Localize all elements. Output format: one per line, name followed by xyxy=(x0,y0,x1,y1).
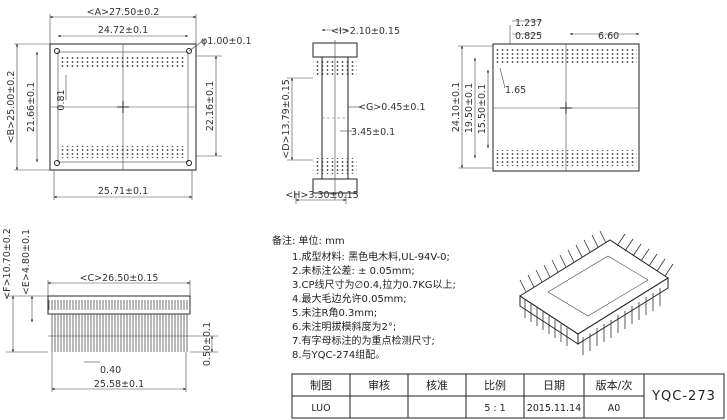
notes-header: 备注: 单位: mm xyxy=(272,234,345,247)
title-header-checked: 审核 xyxy=(368,378,390,392)
title-header-revision: 版本/次 xyxy=(596,378,633,392)
title-header-drawn: 制图 xyxy=(310,379,332,392)
mounting-hole-icon xyxy=(54,160,60,166)
note-item: 8.与YQC-274组配。 xyxy=(292,348,385,361)
note-item: 1.成型材料: 黑色电木料,UL-94V-0; xyxy=(292,250,450,263)
dim-19-50-label: 19.50±0.1 xyxy=(464,83,475,133)
title-block: 制图 审核 核准 比例 日期 版本/次 LUO 5 : 1 2015.11.14… xyxy=(291,373,725,419)
note-item: 2.未标注公差: ± 0.05mm; xyxy=(292,264,415,277)
dim-1-65-label: 1.65 xyxy=(505,85,526,96)
dim-hole-label: φ1.00±0.1 xyxy=(201,36,252,47)
dim-I-label: <I>2.10±0.15 xyxy=(331,26,400,37)
dim-1-237-label: 1.237 xyxy=(515,18,542,29)
isometric-view xyxy=(519,230,674,355)
dim-D-label: <D>13.79±0.15 xyxy=(281,79,292,159)
front-view: <F>10.70±0.2 <E>4.80±0.1 <C>26.50±0.15 0… xyxy=(2,228,218,392)
dim-15-50-label: 15.50±0.1 xyxy=(477,84,488,134)
dim-C-label: <C>26.50±0.15 xyxy=(80,273,159,284)
title-value-scale: 5 : 1 xyxy=(484,403,505,414)
mounting-hole-icon xyxy=(186,160,192,166)
note-item: 5.未注R角0.3mm; xyxy=(292,306,377,319)
dim-B-label: <B>25.00±0.2 xyxy=(6,71,17,144)
dim-0-825-label: 0.825 xyxy=(515,31,542,42)
title-header-approved: 核准 xyxy=(426,378,448,392)
dim-bottom-width-label: 25.71±0.1 xyxy=(98,186,148,197)
note-item: 7.有字母标注的为重点检测尺寸; xyxy=(292,334,435,347)
dim-21-66-label: 21.66±0.1 xyxy=(26,82,37,132)
notes: 备注: 单位: mm 1.成型材料: 黑色电木料,UL-94V-0; 2.未标注… xyxy=(272,234,456,361)
note-item: 6.未注明拔模斜度为2°; xyxy=(292,320,396,333)
dim-22-16-label: 22.16±0.1 xyxy=(205,81,216,131)
note-item: 4.最大毛边允许0.05mm; xyxy=(292,292,407,305)
dim-3-45-label: 3.45±0.1 xyxy=(351,127,395,138)
right-view: 1.237 0.825 6.60 24.10±0.1 19.50±0.1 15.… xyxy=(451,18,640,172)
title-value-drawn: LUO xyxy=(311,403,330,414)
dim-E-label: <E>4.80±0.1 xyxy=(21,229,32,295)
dim-A-label: <A>27.50±0.2 xyxy=(87,7,160,18)
dim-0-50-label: 0.50±0.1 xyxy=(202,322,213,366)
mounting-hole-icon xyxy=(186,48,192,54)
dim-G-label: <G>0.45±0.1 xyxy=(358,102,426,113)
top-view: <A>27.50±0.2 24.72±0.1 φ1.00±0.1 <B>25.0… xyxy=(6,7,252,200)
title-header-date: 日期 xyxy=(543,379,565,392)
title-header-scale: 比例 xyxy=(484,378,506,392)
dim-0-81-label: 0.81 xyxy=(56,89,67,110)
pin-array xyxy=(50,314,188,352)
title-value-revision: A0 xyxy=(608,403,621,414)
dim-24-10-label: 24.10±0.1 xyxy=(451,82,462,132)
dim-0-40-label: 0.40 xyxy=(100,365,121,376)
part-number: YQC-273 xyxy=(651,389,716,404)
dim-6-60-label: 6.60 xyxy=(598,31,619,42)
dim-25-58-label: 25.58±0.1 xyxy=(94,379,144,390)
side-view: <I>2.10±0.15 <D>13.79±0.15 <G>0.45±0.1 3… xyxy=(281,26,426,204)
note-item: 3.CP线尺寸为∅0.4,拉力0.7KG以上; xyxy=(292,278,456,291)
dim-F-label: <F>10.70±0.2 xyxy=(2,228,13,300)
mounting-hole-icon xyxy=(54,48,60,54)
title-value-date: 2015.11.14 xyxy=(527,403,581,414)
dim-H-label: <H>3.30±0.15 xyxy=(285,190,358,201)
dim-inner-width-label: 24.72±0.1 xyxy=(98,25,148,36)
